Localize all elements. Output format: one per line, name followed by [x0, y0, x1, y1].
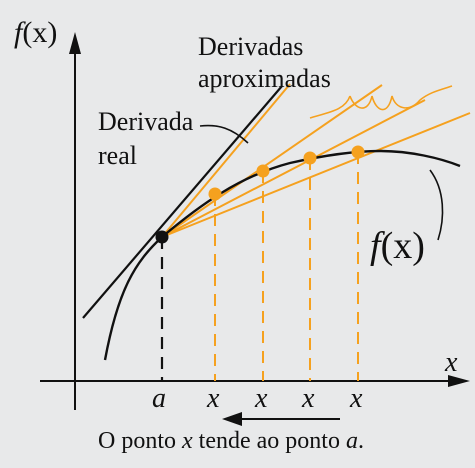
point-x3-label: x [302, 383, 315, 414]
secant-line-1 [161, 83, 291, 238]
caption-end: . [357, 428, 364, 454]
point-a-dot [155, 230, 169, 244]
point-x2-dot [256, 164, 270, 178]
real-derivative-label-1: Derivada [98, 107, 194, 136]
approach-arrow-head [222, 412, 242, 426]
real-derivative-pointer [199, 124, 249, 144]
y-axis-label-f: f [14, 16, 23, 49]
y-axis-label-paren: (x) [22, 16, 58, 49]
secant-line-4 [161, 112, 471, 238]
caption-pre: O ponto [98, 428, 182, 454]
point-x4-dot [351, 145, 365, 159]
point-x3-dot [303, 151, 317, 165]
real-derivative-label-2: real [98, 141, 137, 170]
curve-label-f: f [370, 225, 381, 267]
point-x2-label: x [255, 383, 268, 414]
x-axis-label: x [445, 347, 458, 378]
point-x4-label: x [350, 383, 363, 414]
x-axis-arrow [448, 375, 470, 387]
y-axis-label: f(x) [14, 16, 57, 50]
y-axis-arrow [69, 32, 81, 54]
approx-derivatives-label-1: Derivadas [198, 32, 304, 61]
point-x1-dot [208, 187, 222, 201]
point-x1-label: x [207, 383, 220, 414]
approx-derivatives-label-2: aproximadas [198, 64, 331, 93]
caption-mid: tende ao ponto [192, 428, 346, 454]
point-a-label: a [152, 383, 166, 414]
function-curve [103, 149, 461, 361]
approx-bracket [309, 85, 453, 119]
secant-line-2 [161, 84, 383, 238]
tangent-line [82, 85, 283, 319]
caption-a: a [345, 428, 358, 454]
curve-label: f(x) [370, 224, 425, 268]
caption-x: x [182, 428, 193, 454]
secant-line-3 [161, 99, 426, 238]
caption: O ponto x tende ao ponto a. [98, 428, 364, 455]
curve-label-pointer [429, 169, 444, 241]
curve-label-paren: (x) [380, 225, 425, 267]
